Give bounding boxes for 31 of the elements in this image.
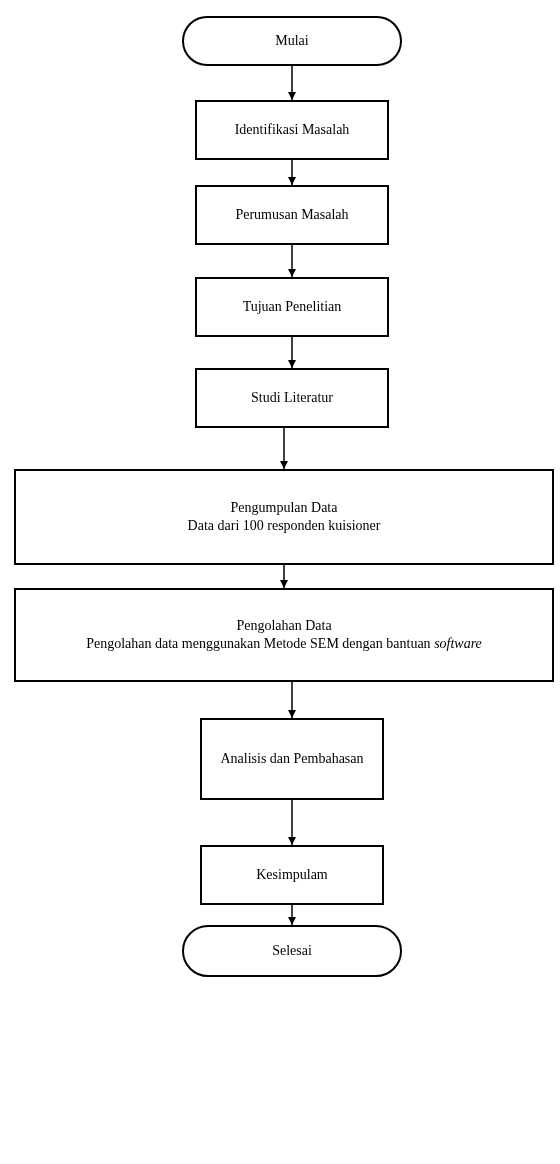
arrow [288,681,296,719]
node-description: Data dari 100 responden kuisioner [187,517,381,535]
node-title: Analisis dan Pembahasan [220,750,364,768]
arrow [288,65,296,101]
arrow [280,427,288,470]
process-box [195,277,389,337]
node-title: Studi Literatur [250,389,333,407]
arrow [288,336,296,369]
node-title: Selesai [272,942,312,960]
process-box [195,185,389,245]
arrow [288,159,296,186]
node-description: Pengolahan data menggunakan Metode SEM dengan bantuan software [86,635,482,653]
process-box [14,588,554,682]
process-box [195,368,389,428]
process-box [195,100,389,160]
arrow [288,244,296,278]
node-title: Pengumpulan Data [230,499,338,517]
process-box [200,845,384,905]
process-box [14,469,554,565]
node-title: Perumusan Masalah [235,206,349,224]
terminal-box [182,16,402,66]
arrow [288,904,296,926]
node-title: Tujuan Penelitian [242,298,342,316]
node-title: Kesimpulam [256,866,328,884]
arrow [280,564,288,589]
terminal-box [182,925,402,977]
node-title: Pengolahan Data [236,617,332,635]
process-box [200,718,384,800]
node-title: Mulai [275,32,309,50]
arrow [288,799,296,846]
node-title: Identifikasi Masalah [234,121,350,139]
